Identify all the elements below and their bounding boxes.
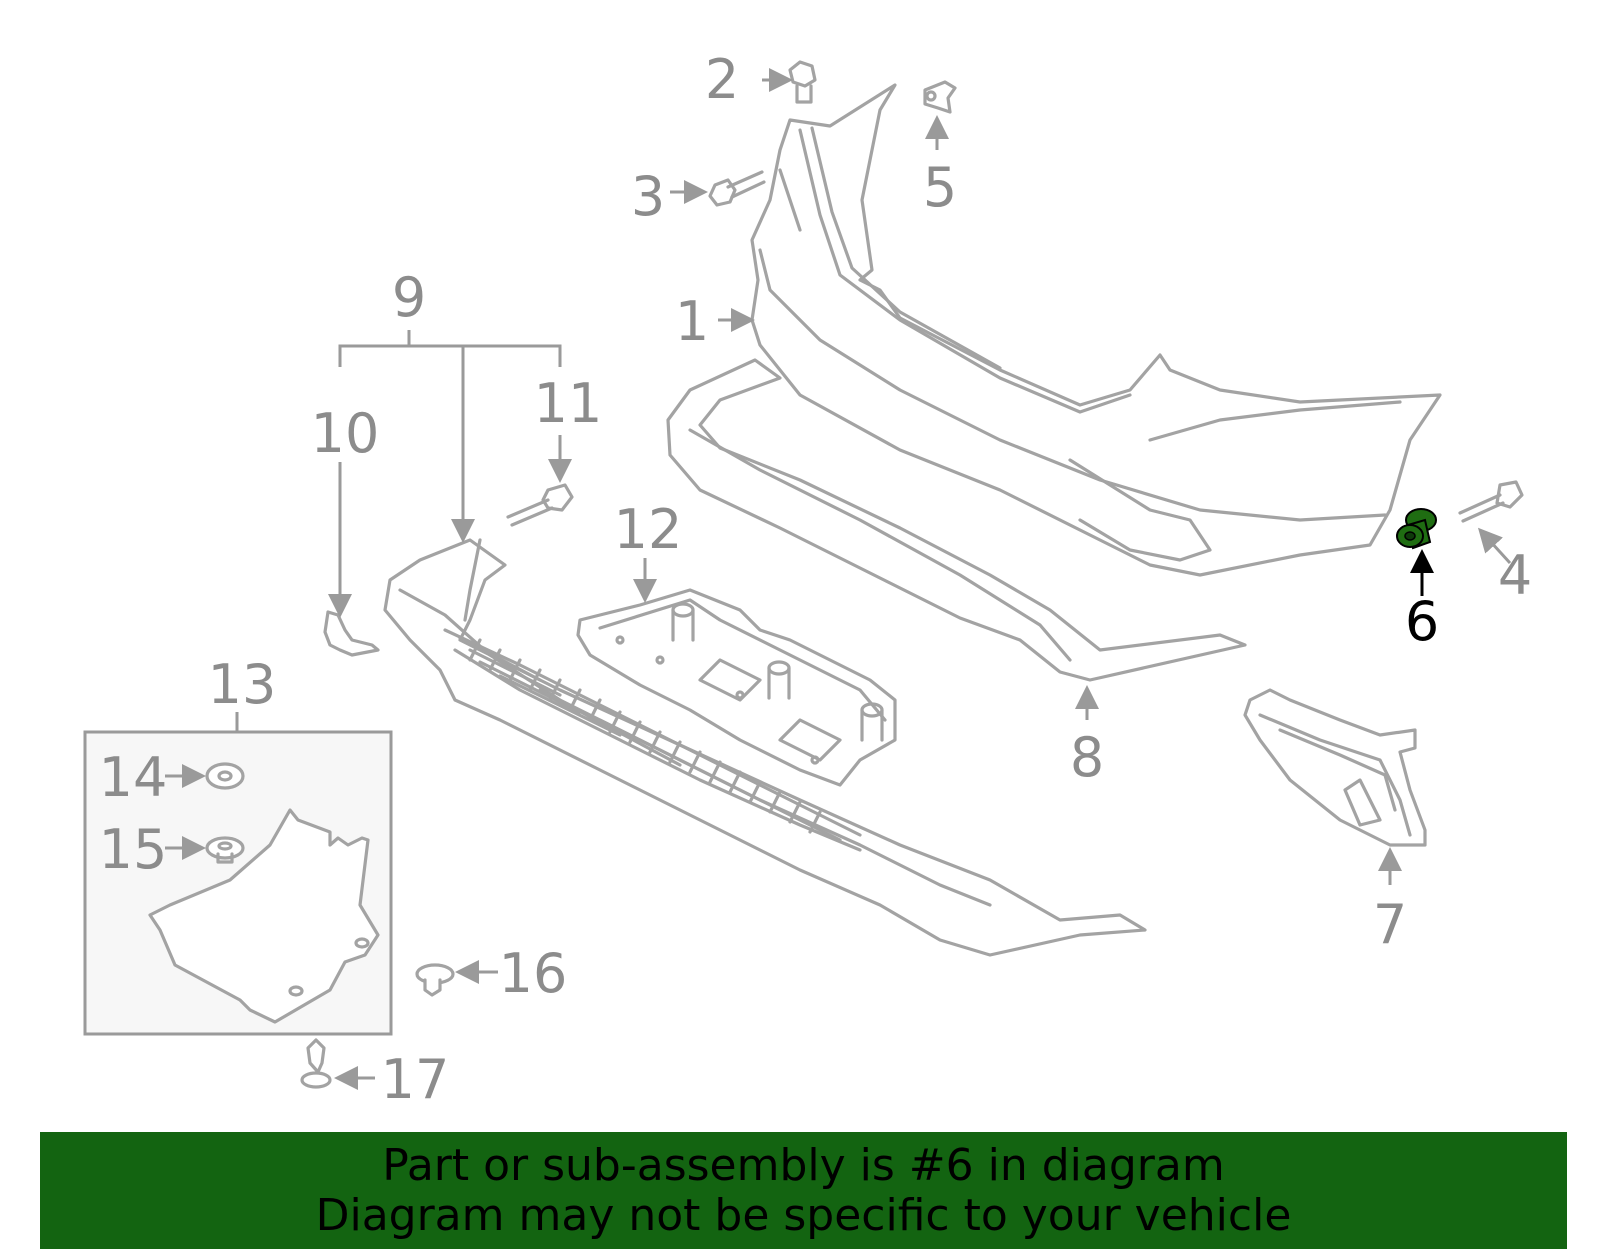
callout-13: 13 <box>208 653 277 716</box>
callout-14: 14 <box>99 746 168 809</box>
bumper-strip <box>666 358 1247 682</box>
leader-lines <box>165 68 1512 1090</box>
callout-8: 8 <box>1070 726 1104 789</box>
screw-3 <box>708 170 766 207</box>
banner-line-1: Part or sub-assembly is #6 in diagram <box>382 1139 1225 1191</box>
highlighted-part-6 <box>1396 508 1437 550</box>
bolt-11 <box>506 483 574 527</box>
callout-16: 16 <box>499 942 568 1005</box>
grille-mesh <box>458 636 842 842</box>
callout-11: 11 <box>534 372 603 435</box>
bolt-2 <box>788 60 817 104</box>
clip-15 <box>205 836 245 864</box>
info-banner: Part or sub-assembly is #6 in diagram Di… <box>40 1132 1567 1249</box>
under-panel <box>576 588 897 787</box>
callout-15: 15 <box>99 818 168 881</box>
callout-9: 9 <box>392 266 426 329</box>
callout-5: 5 <box>923 156 957 219</box>
pin-17 <box>300 1038 332 1089</box>
callout-7: 7 <box>1373 893 1407 956</box>
bumper-cover <box>750 83 1442 577</box>
banner-line-2: Diagram may not be specific to your vehi… <box>315 1189 1292 1241</box>
clip-14 <box>205 762 245 790</box>
callout-12: 12 <box>614 498 683 561</box>
clip-5 <box>923 80 957 114</box>
callout-4: 4 <box>1498 544 1532 607</box>
bracket-10 <box>323 610 380 657</box>
callout-10: 10 <box>311 402 380 465</box>
callout-labels: 2 5 3 1 9 10 11 12 4 6 8 7 13 14 15 16 1… <box>99 48 1533 1111</box>
parts-diagram: 2 5 3 1 9 10 11 12 4 6 8 7 13 14 15 16 1… <box>83 48 1533 1111</box>
callout-1: 1 <box>675 290 709 353</box>
nut-16 <box>415 963 455 997</box>
callout-2: 2 <box>705 48 739 111</box>
side-bracket <box>1243 688 1427 847</box>
bolt-4 <box>1458 480 1524 523</box>
callout-3: 3 <box>631 165 665 228</box>
callout-17: 17 <box>381 1048 450 1111</box>
lower-valance <box>383 538 1147 957</box>
callout-6: 6 <box>1405 590 1439 653</box>
